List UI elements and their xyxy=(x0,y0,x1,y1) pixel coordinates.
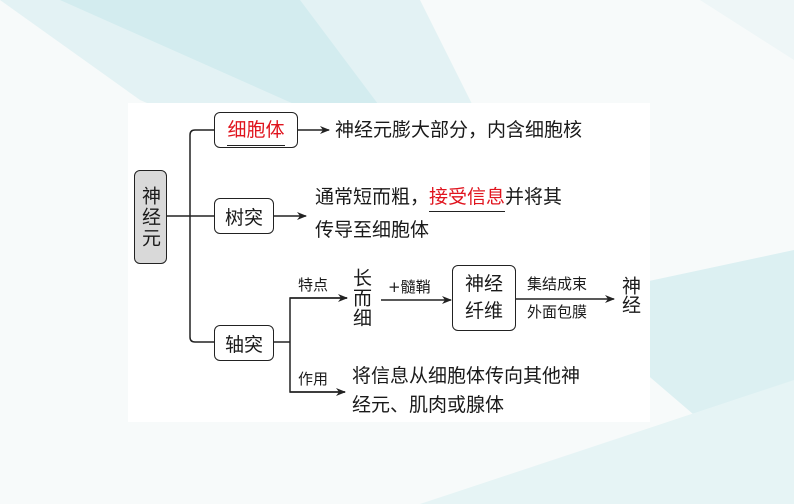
dendrite-description-line2: 传导至细胞体 xyxy=(315,219,430,241)
node-soma: 细胞体 xyxy=(214,112,298,148)
node-axon: 轴突 xyxy=(214,325,274,361)
dendrite-desc-part1: 通常短而粗， xyxy=(315,186,430,208)
diagram-panel xyxy=(128,103,650,422)
dendrite-desc-part2: 并将其 xyxy=(505,186,563,208)
myelin-label: +髓鞘 xyxy=(388,278,431,296)
fiber-label-line2: 纤维 xyxy=(464,300,503,322)
root-label: 神经元 xyxy=(139,185,161,249)
function-label: 作用 xyxy=(298,370,329,388)
function-line1: 将信息从细胞体传向其他神 xyxy=(352,365,581,387)
feature-label: 特点 xyxy=(298,276,329,294)
dendrite-label: 树突 xyxy=(224,206,263,229)
feature-value: 长而细 xyxy=(350,268,372,328)
function-line2: 经元、肌肉或腺体 xyxy=(352,394,505,416)
fiber-label-line1: 神经 xyxy=(464,273,503,296)
bundle-label-bottom: 外面包膜 xyxy=(527,303,588,321)
soma-description: 神经元膨大部分，内含细胞核 xyxy=(335,119,583,141)
bundle-label-top: 集结成束 xyxy=(527,275,588,293)
nerve-label: 神经 xyxy=(619,276,641,314)
node-nerve-fiber: 神经 纤维 xyxy=(452,265,516,331)
soma-label: 细胞体 xyxy=(227,115,285,146)
dendrite-description-line1: 通常短而粗，接受信息并将其 xyxy=(315,186,563,212)
axon-label: 轴突 xyxy=(224,333,263,356)
root-node-neuron: 神经元 xyxy=(134,170,167,264)
dendrite-desc-highlight: 接受信息 xyxy=(429,186,506,212)
node-dendrite: 树突 xyxy=(214,198,274,234)
